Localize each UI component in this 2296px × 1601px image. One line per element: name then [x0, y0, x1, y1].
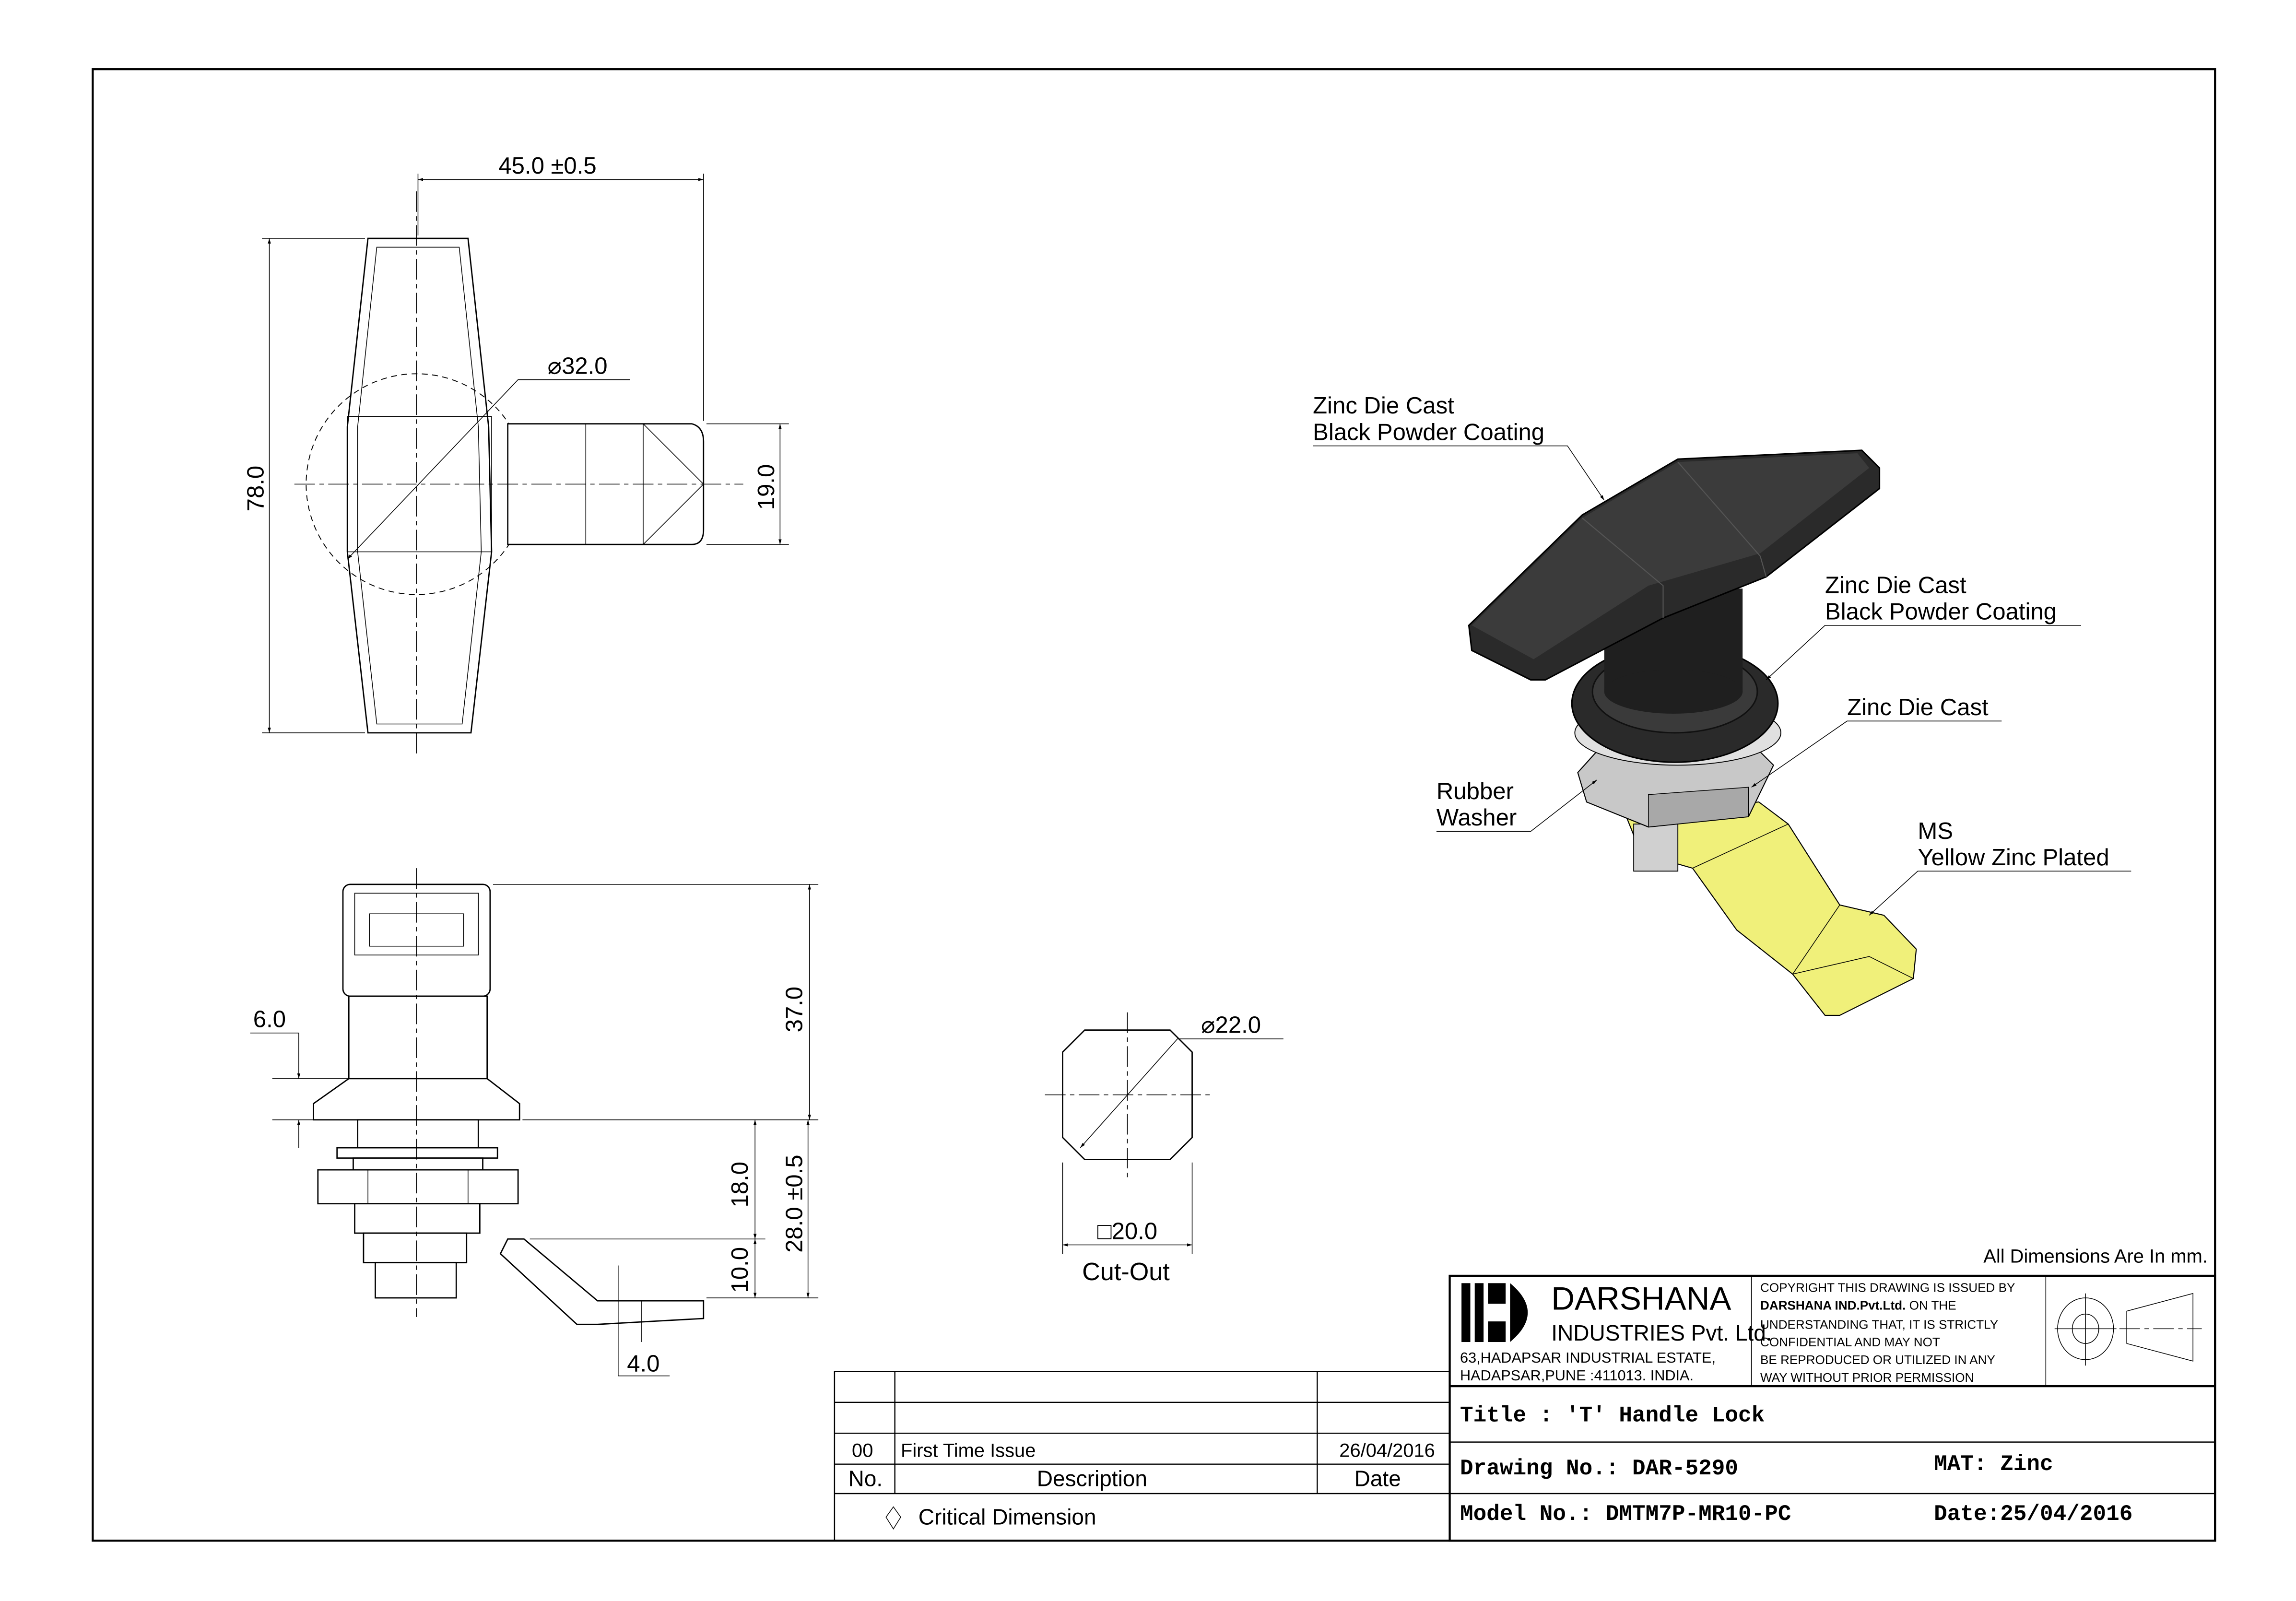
top-view: 45.0 ±0.5 78.0 19.0 ⌀32.0: [243, 153, 789, 753]
copyright-line: ON THE: [1906, 1298, 1956, 1313]
cutout-view: ⌀22.0 □20.0 Cut-Out: [1045, 1012, 1283, 1286]
dim-grip-18: 18.0: [727, 1162, 753, 1208]
model-number: Model No.: DMTM7P-MR10-PC: [1460, 1502, 1791, 1527]
callout-handle-2: Black Powder Coating: [1313, 419, 1544, 445]
svg-text:DARSHANA IND.Pvt.Ltd. ON THE: DARSHANA IND.Pvt.Ltd. ON THE: [1760, 1298, 1956, 1313]
callout-handle-1: Zinc Die Cast: [1313, 393, 1454, 419]
dim-cam-thickness: 4.0: [627, 1351, 659, 1377]
header-no: No.: [848, 1466, 883, 1491]
cutout-label: Cut-Out: [1082, 1258, 1170, 1286]
rev-no: 00: [852, 1440, 873, 1461]
copyright-notice: COPYRIGHT THIS DRAWING IS ISSUED BY DARS…: [1760, 1281, 2015, 1385]
material: MAT: Zinc: [1934, 1452, 2053, 1477]
drawing-title: Title : 'T' Handle Lock: [1460, 1403, 1765, 1428]
copyright-line: COPYRIGHT THIS DRAWING IS ISSUED BY: [1760, 1281, 2015, 1295]
units-note: All Dimensions Are In mm.: [1983, 1246, 2208, 1267]
header-date: Date: [1354, 1466, 1401, 1491]
callout-body-2: Black Powder Coating: [1825, 599, 2057, 625]
copyright-company: DARSHANA IND.Pvt.Ltd.: [1760, 1298, 1906, 1313]
dim-grip-28: 28.0 ±0.5: [781, 1154, 807, 1252]
callouts: Zinc Die Cast Black Powder Coating Zinc …: [1313, 393, 2131, 916]
callout-cam-2: Yellow Zinc Plated: [1918, 845, 2109, 871]
revision-table: 00 First Time Issue 26/04/2016 No. Descr…: [834, 1371, 1450, 1542]
diamond-icon: [885, 1506, 901, 1530]
copyright-line: UNDERSTANDING THAT, IT IS STRICTLY: [1760, 1317, 1998, 1331]
callout-nut: Zinc Die Cast: [1847, 695, 1989, 720]
projection-symbol-icon: [2054, 1293, 2202, 1366]
dim-flange: 6.0: [253, 1006, 286, 1032]
company-name: DARSHANA: [1551, 1281, 1731, 1317]
side-view: 37.0 28.0 ±0.5 18.0 10.0 6.0 4.0: [250, 868, 819, 1377]
copyright-line: BE REPRODUCED OR UTILIZED IN ANY: [1760, 1353, 1995, 1367]
callout-body-1: Zinc Die Cast: [1825, 572, 1966, 598]
critical-dimension: Critical Dimension: [918, 1504, 1096, 1529]
header-description: Description: [1037, 1466, 1147, 1491]
dim-cutout-square: □20.0: [1097, 1218, 1157, 1244]
drawing-number: Drawing No.: DAR-5290: [1460, 1456, 1738, 1481]
dim-diameter-circle: ⌀32.0: [548, 353, 608, 379]
rev-description: First Time Issue: [901, 1440, 1036, 1461]
drawing-date: Date:25/04/2016: [1934, 1502, 2132, 1527]
dim-shaft: 19.0: [754, 464, 779, 510]
callout-cam-1: MS: [1918, 818, 1953, 844]
rev-date: 26/04/2016: [1339, 1440, 1435, 1461]
isometric-view: [1468, 449, 1917, 1016]
company-address-1: 63,HADAPSAR INDUSTRIAL ESTATE,: [1460, 1349, 1716, 1366]
copyright-line: CONFIDENTIAL AND MAY NOT: [1760, 1335, 1940, 1349]
dim-width-top: 45.0 ±0.5: [498, 153, 596, 179]
company-sub: INDUSTRIES Pvt. Ltd.: [1551, 1320, 1772, 1345]
company-address-2: HADAPSAR,PUNE :411013. INDIA.: [1460, 1367, 1694, 1384]
dim-overall-height: 37.0: [781, 987, 807, 1033]
dim-cutout-diameter: ⌀22.0: [1201, 1012, 1261, 1038]
company-logo: [1461, 1283, 1528, 1342]
title-block: DARSHANA INDUSTRIES Pvt. Ltd. 63,HADAPSA…: [1448, 1274, 2216, 1542]
dim-height-top: 78.0: [243, 466, 269, 512]
copyright-line: WAY WITHOUT PRIOR PERMISSION: [1760, 1370, 1974, 1385]
dim-cam-10: 10.0: [727, 1247, 753, 1293]
callout-washer-1: Rubber: [1436, 778, 1514, 804]
callout-washer-2: Washer: [1436, 805, 1517, 831]
